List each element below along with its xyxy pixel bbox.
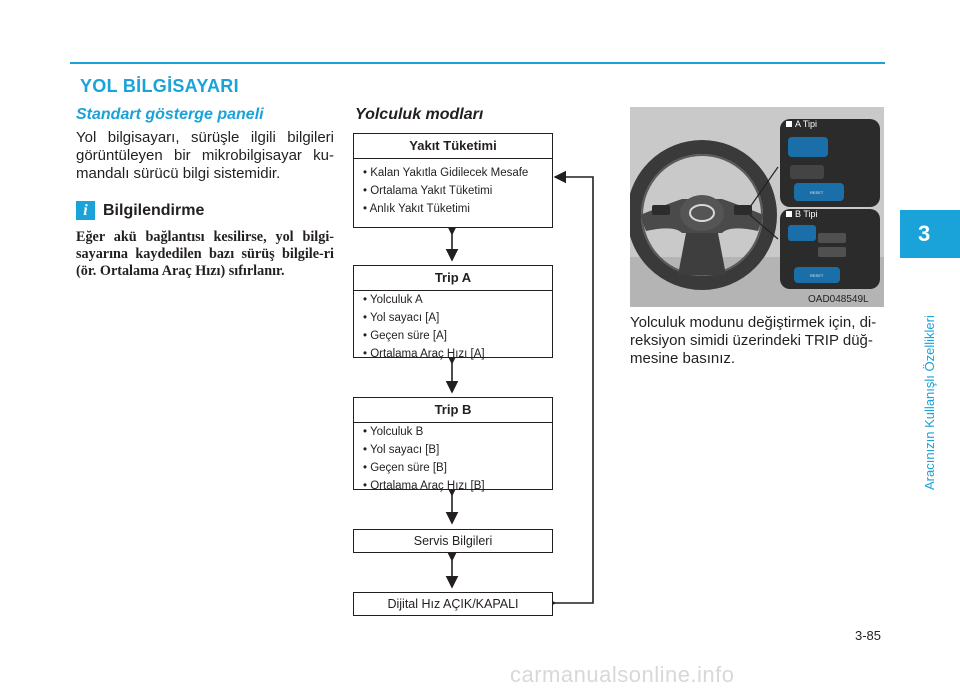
- info-icon: i: [76, 201, 95, 220]
- steering-wheel-rim: [630, 140, 777, 290]
- page-number: 3-85: [855, 628, 882, 643]
- info-text: Eğer akü bağlantısı kesilirse, yol bilgi…: [76, 229, 334, 279]
- trip-b-item: • Ortalama Araç Hızı [B]: [363, 480, 485, 492]
- type-a-label: A Tipi: [795, 119, 817, 129]
- trip-b-box: Trip B • Yolculuk B • Yol sayacı [B] • G…: [353, 397, 553, 492]
- trip-b-item: • Geçen süre [B]: [363, 462, 447, 474]
- trip-a-item: • Ortalama Araç Hızı [A]: [363, 348, 485, 360]
- fuel-item: • Anlık Yakıt Tüketimi: [363, 203, 470, 215]
- trip-button-caption: Yolculuk modunu değiştirmek için, di-rek…: [630, 314, 877, 367]
- service-info-box: Servis Bilgileri: [353, 529, 553, 553]
- fuel-item: • Kalan Yakıtla Gidilecek Mesafe: [363, 167, 529, 179]
- trip-a-box: Trip A • Yolculuk A • Yol sayacı [A] • G…: [353, 265, 553, 360]
- chapter-title-wrap: Aracınızın Kullanışlı Özellikleri: [900, 258, 960, 490]
- trip-modes-title: Yolculuk modları: [355, 106, 484, 123]
- image-code: OAD048549L: [808, 294, 869, 305]
- type-b-button-text: RESET: [810, 273, 824, 278]
- trip-b-title: Trip B: [354, 398, 552, 423]
- fuel-consumption-box: Yakıt Tüketimi • Kalan Yakıtla Gidilecek…: [353, 133, 553, 228]
- fuel-consumption-title: Yakıt Tüketimi: [354, 134, 552, 159]
- top-rule: [70, 62, 885, 64]
- chapter-title: Aracınızın Kullanışlı Özellikleri: [922, 315, 937, 490]
- type-a-button-text: RESET: [810, 190, 824, 195]
- steering-wheel-logo: [689, 204, 715, 222]
- watermark: carmanualsonline.info: [510, 662, 735, 687]
- info-title: Bilgilendirme: [103, 202, 205, 219]
- trip-a-item: • Geçen süre [A]: [363, 330, 447, 342]
- arrow-loop-return: [543, 170, 594, 610]
- chapter-tab: 3: [900, 210, 960, 258]
- trip-a-item: • Yolculuk A: [363, 294, 423, 306]
- steering-wheel-image: RESET A Tipi RESET B Tipi: [630, 107, 884, 307]
- trip-a-title: Trip A: [354, 266, 552, 291]
- digital-speed-box: Dijital Hız AÇIK/KAPALI: [353, 592, 553, 616]
- subtitle-standard-panel: Standart gösterge paneli: [76, 106, 264, 123]
- section-title: YOL BİLGİSAYARI: [80, 76, 239, 96]
- trip-b-item: • Yolculuk B: [363, 426, 424, 438]
- fuel-item: • Ortalama Yakıt Tüketimi: [363, 185, 493, 197]
- trip-computer-description: Yol bilgisayarı, sürüşle ilgili bilgiler…: [76, 129, 334, 182]
- trip-b-item: • Yol sayacı [B]: [363, 444, 440, 456]
- type-b-label: B Tipi: [795, 209, 818, 219]
- trip-a-item: • Yol sayacı [A]: [363, 312, 440, 324]
